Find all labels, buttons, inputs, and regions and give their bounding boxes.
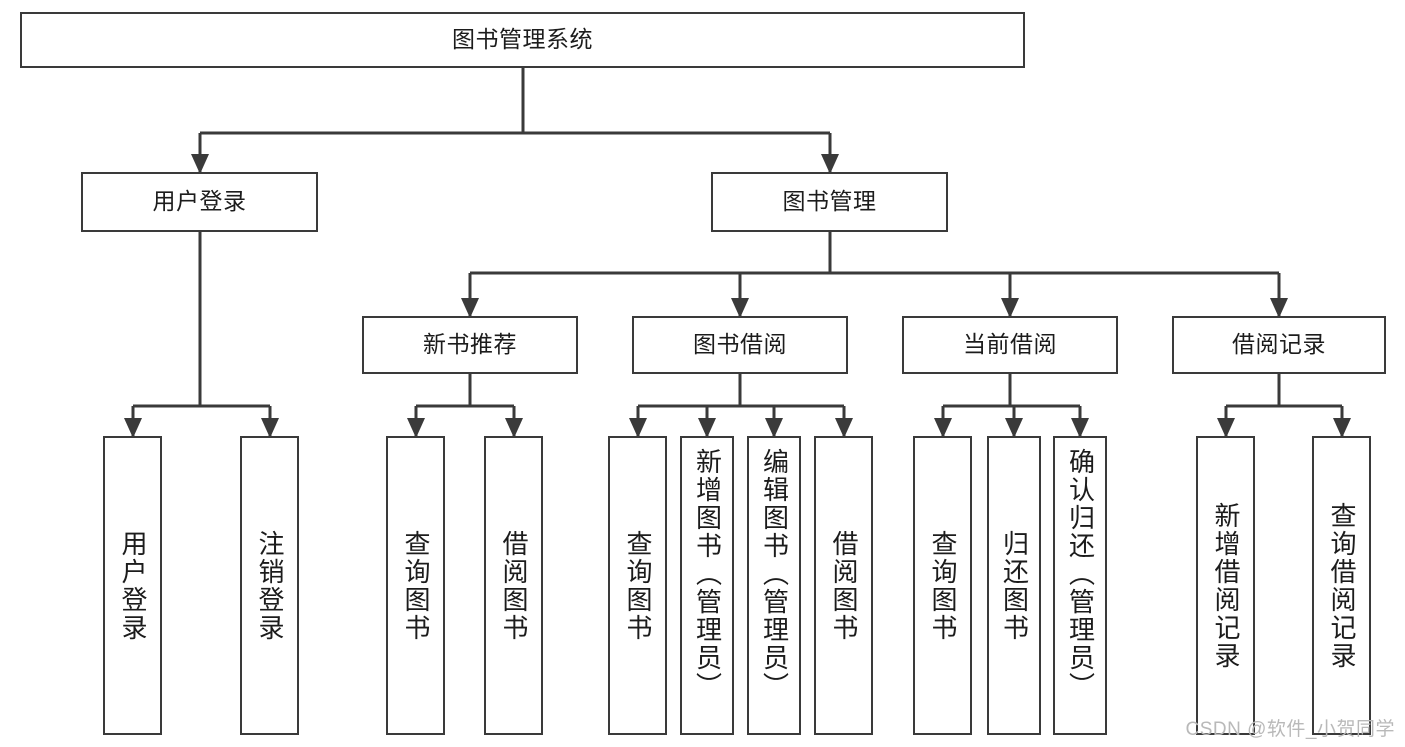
node-label-leaf-borrow-book-1: 借阅图书 xyxy=(499,529,530,642)
node-label-leaf-borrow-book-2: 借阅图书 xyxy=(829,529,860,642)
node-root[interactable]: 图书管理系统 xyxy=(20,12,1025,68)
node-leaf-borrow-book-2[interactable]: 借阅图书 xyxy=(814,436,873,735)
node-label-current-borrow: 当前借阅 xyxy=(963,331,1057,358)
arrowhead-leaf-borrow-book-2 xyxy=(835,418,853,438)
arrowhead-leaf-add-borrow-record xyxy=(1217,418,1235,438)
node-leaf-query-book-3[interactable]: 查询图书 xyxy=(913,436,972,735)
arrowhead-leaf-query-borrow-record xyxy=(1333,418,1351,438)
node-leaf-logout[interactable]: 注销登录 xyxy=(240,436,299,735)
node-new-book-recommend[interactable]: 新书推荐 xyxy=(362,316,578,374)
node-leaf-confirm-return-admin[interactable]: 确认归还（管理员） xyxy=(1053,436,1107,735)
node-label-leaf-add-borrow-record: 新增借阅记录 xyxy=(1211,501,1242,670)
arrowhead-leaf-edit-book-admin xyxy=(765,418,783,438)
node-label-book-borrow: 图书借阅 xyxy=(693,331,787,358)
arrowhead-leaf-logout xyxy=(261,418,279,438)
node-label-borrow-record: 借阅记录 xyxy=(1232,331,1326,358)
arrowhead-borrow-record xyxy=(1270,298,1288,318)
node-label-leaf-query-book-3: 查询图书 xyxy=(928,529,959,642)
node-label-book-manage: 图书管理 xyxy=(782,188,877,215)
arrowhead-leaf-user-login xyxy=(124,418,142,438)
node-leaf-add-borrow-record[interactable]: 新增借阅记录 xyxy=(1196,436,1255,735)
node-label-leaf-return-book: 归还图书 xyxy=(999,529,1030,642)
node-leaf-add-book-admin[interactable]: 新增图书（管理员） xyxy=(680,436,734,735)
arrowhead-book-borrow xyxy=(731,298,749,318)
node-user-login[interactable]: 用户登录 xyxy=(81,172,318,232)
node-current-borrow[interactable]: 当前借阅 xyxy=(902,316,1118,374)
node-borrow-record[interactable]: 借阅记录 xyxy=(1172,316,1386,374)
arrowhead-user-login xyxy=(191,154,209,174)
arrowhead-book-manage xyxy=(821,154,839,174)
node-leaf-return-book[interactable]: 归还图书 xyxy=(987,436,1041,735)
node-leaf-query-borrow-record[interactable]: 查询借阅记录 xyxy=(1312,436,1371,735)
node-label-leaf-query-book-2: 查询图书 xyxy=(623,529,654,642)
arrowhead-current-borrow xyxy=(1001,298,1019,318)
arrowhead-leaf-confirm-return-admin xyxy=(1071,418,1089,438)
watermark-text: CSDN @软件_小贺同学 xyxy=(1185,719,1395,740)
node-label-user-login: 用户登录 xyxy=(152,188,247,215)
node-label-leaf-query-borrow-record: 查询借阅记录 xyxy=(1327,501,1358,670)
node-leaf-borrow-book-1[interactable]: 借阅图书 xyxy=(484,436,543,735)
node-leaf-edit-book-admin[interactable]: 编辑图书（管理员） xyxy=(747,436,801,735)
node-label-leaf-query-book-1: 查询图书 xyxy=(401,529,432,642)
node-label-leaf-logout: 注销登录 xyxy=(255,529,286,642)
node-book-borrow[interactable]: 图书借阅 xyxy=(632,316,848,374)
node-leaf-user-login[interactable]: 用户登录 xyxy=(103,436,162,735)
arrowhead-leaf-return-book xyxy=(1005,418,1023,438)
arrowhead-leaf-query-book-3 xyxy=(934,418,952,438)
arrowhead-new-book-recommend xyxy=(461,298,479,318)
node-label-root: 图书管理系统 xyxy=(452,26,593,53)
node-leaf-query-book-1[interactable]: 查询图书 xyxy=(386,436,445,735)
node-label-leaf-user-login: 用户登录 xyxy=(118,529,149,642)
node-leaf-query-book-2[interactable]: 查询图书 xyxy=(608,436,667,735)
node-label-new-book-recommend: 新书推荐 xyxy=(423,331,517,358)
node-label-leaf-edit-book-admin: 编辑图书（管理员） xyxy=(759,448,790,700)
node-label-leaf-confirm-return-admin: 确认归还（管理员） xyxy=(1065,448,1096,700)
arrowhead-leaf-borrow-book-1 xyxy=(505,418,523,438)
arrowhead-leaf-query-book-2 xyxy=(629,418,647,438)
node-label-leaf-add-book-admin: 新增图书（管理员） xyxy=(692,448,723,700)
node-book-manage[interactable]: 图书管理 xyxy=(711,172,948,232)
arrowhead-leaf-add-book-admin xyxy=(698,418,716,438)
arrowhead-leaf-query-book-1 xyxy=(407,418,425,438)
